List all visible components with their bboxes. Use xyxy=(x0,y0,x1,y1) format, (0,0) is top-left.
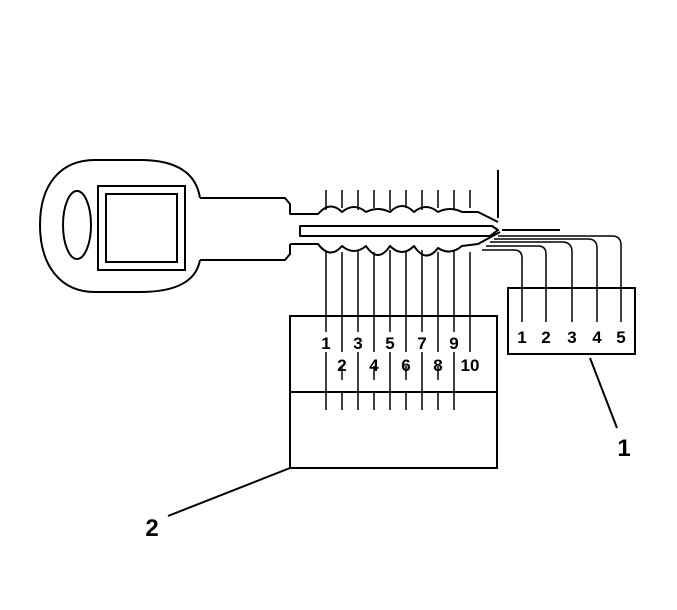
position-label-2: 2 xyxy=(337,356,346,375)
position-label-4: 4 xyxy=(369,356,379,375)
cut-position-leaders xyxy=(325,250,471,352)
position-label-10: 10 xyxy=(461,356,480,375)
key-head-window-inner xyxy=(105,193,178,263)
key-ring-hole xyxy=(62,190,92,260)
depth-gauge-box: 1 2 3 4 5 xyxy=(507,287,636,355)
position-label-1: 1 xyxy=(321,334,330,353)
key-head-window-outer xyxy=(97,185,186,271)
key-shoulder xyxy=(200,197,300,215)
key-blade xyxy=(200,197,501,261)
position-box-mid-ticks xyxy=(325,352,455,392)
callout-1-leader xyxy=(589,357,618,429)
position-label-9: 9 xyxy=(449,334,458,353)
depth-label-1: 1 xyxy=(517,328,526,347)
depth-label-2: 2 xyxy=(541,328,550,347)
position-label-6: 6 xyxy=(401,356,410,375)
key-lower-cuts xyxy=(290,231,501,257)
key-head xyxy=(38,159,201,293)
key-head-outline xyxy=(38,159,201,293)
callout-2-leader xyxy=(167,467,291,517)
callout-2: 2 xyxy=(145,515,158,542)
cut-depth-leaders xyxy=(482,235,622,322)
depth-label-4: 4 xyxy=(592,328,602,347)
key-blade-groove xyxy=(299,225,499,237)
position-gauge-box: 1 2 3 4 5 6 7 8 9 10 xyxy=(289,315,498,469)
upper-cut-ticks xyxy=(325,190,471,210)
key-tip-stop xyxy=(497,170,560,231)
depth-label-5: 5 xyxy=(616,328,625,347)
position-box-lower-ticks xyxy=(325,392,455,410)
position-label-8: 8 xyxy=(433,356,442,375)
position-label-3: 3 xyxy=(353,334,362,353)
depth-label-3: 3 xyxy=(567,328,576,347)
key-lower-shoulder xyxy=(200,244,291,261)
position-label-5: 5 xyxy=(385,334,394,353)
position-label-7: 7 xyxy=(417,334,426,353)
callout-1: 1 xyxy=(617,435,630,462)
key-upper-cuts xyxy=(300,205,499,223)
